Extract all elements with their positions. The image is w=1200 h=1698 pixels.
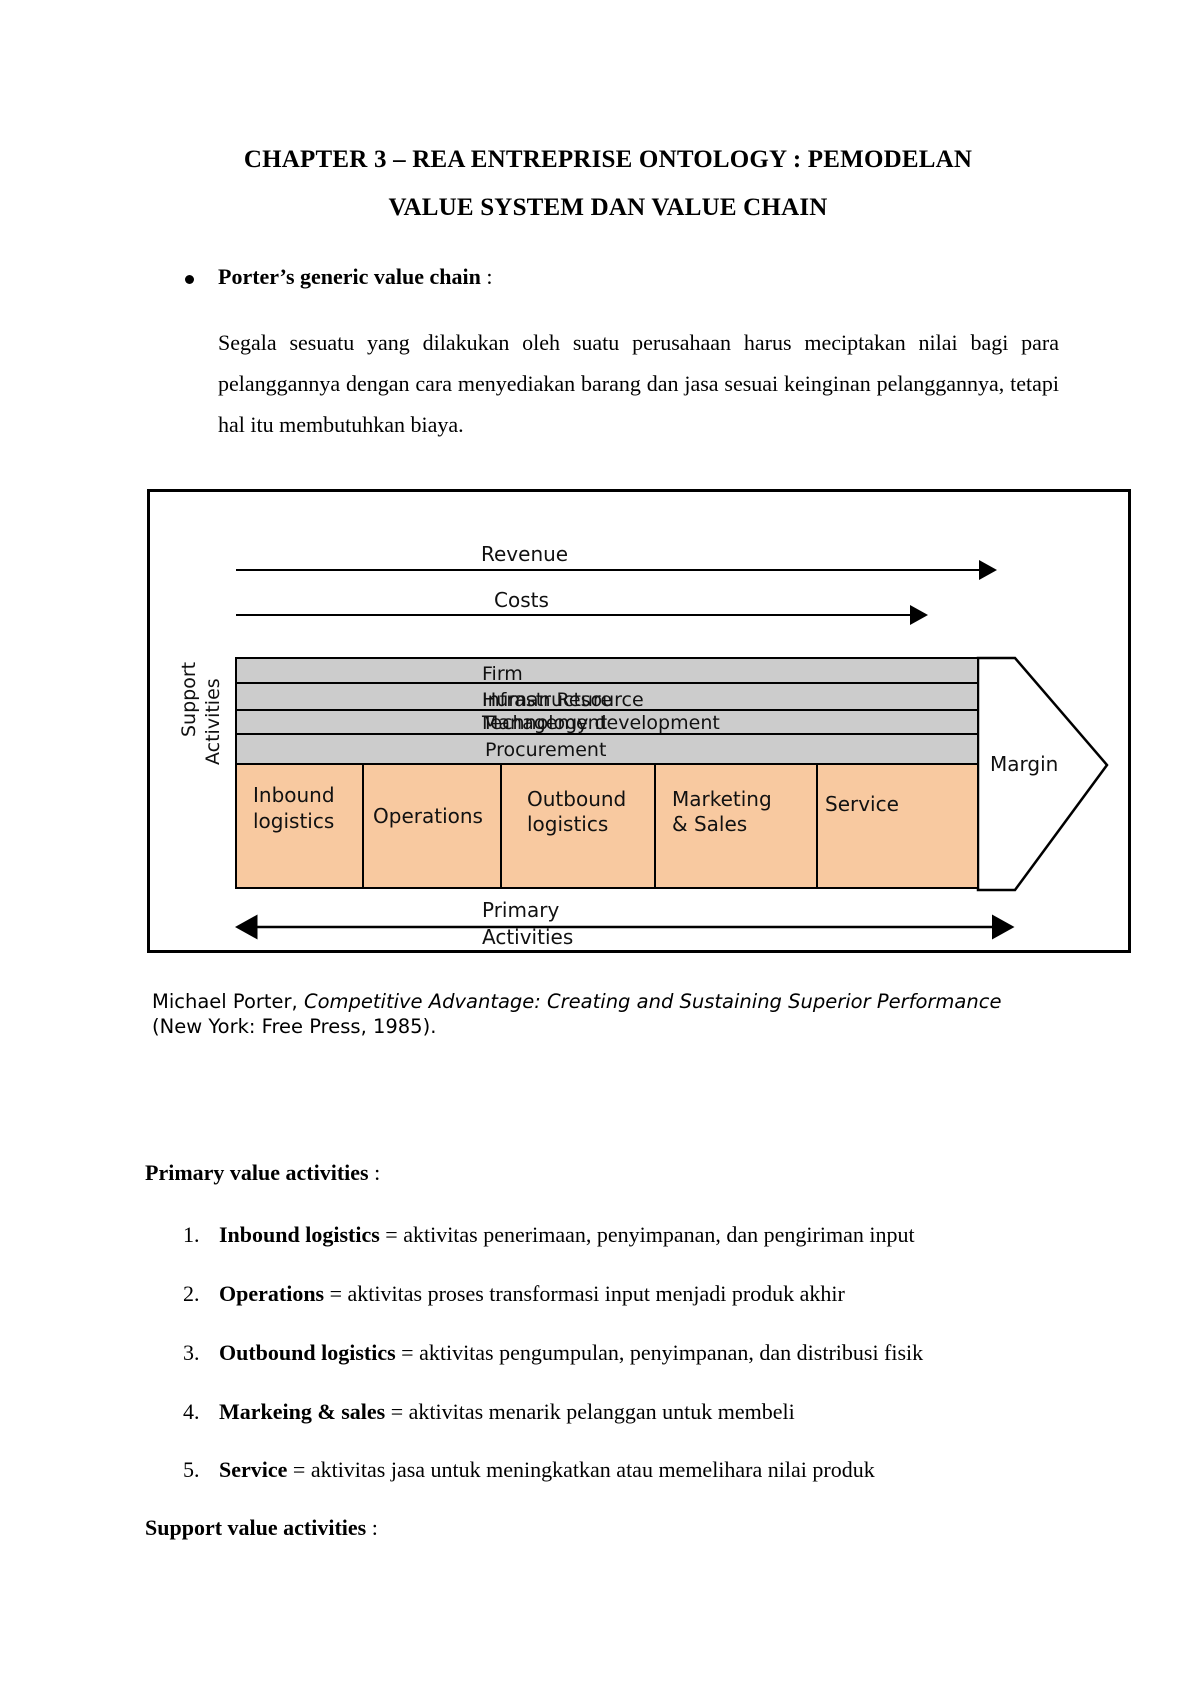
- list-term: Outbound logistics: [219, 1340, 396, 1365]
- citation-book: Competitive Advantage: Creating and Sust…: [303, 990, 1002, 1013]
- bullet-suffix: :: [480, 264, 493, 289]
- support-section-heading: Support value activities :: [145, 1515, 378, 1541]
- list-term: Operations: [219, 1281, 325, 1306]
- list-number: 5.: [183, 1457, 200, 1482]
- list-item: 4. Markeing & sales = aktivitas menarik p…: [183, 1399, 795, 1425]
- intro-paragraph: Segala sesuatu yang dilakukan oleh suatu…: [218, 330, 1059, 437]
- list-item: 5. Service = aktivitas jasa untuk meningk…: [183, 1457, 875, 1483]
- bullet-heading: Porter’s generic value chain :: [218, 264, 493, 290]
- list-desc: = aktivitas penerimaan, penyimpanan, dan…: [379, 1222, 915, 1247]
- value-chain-diagram-frame: [147, 489, 1131, 953]
- list-desc: = aktivitas menarik pelanggan untuk memb…: [385, 1399, 795, 1424]
- citation-author: Michael Porter,: [152, 990, 304, 1013]
- citation: Michael Porter, Competitive Advantage: C…: [152, 989, 1052, 1039]
- list-item: 3. Outbound logistics = aktivitas pengump…: [183, 1340, 923, 1366]
- chapter-title-line1: CHAPTER 3 – REA ENTREPRISE ONTOLOGY : PE…: [243, 146, 973, 173]
- chapter-title-line2: VALUE SYSTEM DAN VALUE CHAIN: [388, 194, 828, 221]
- list-item: 2. Operations = aktivitas proses transfor…: [183, 1281, 845, 1307]
- primary-heading-text: Primary value activities: [145, 1160, 369, 1185]
- list-desc: = aktivitas jasa untuk meningkatkan atau…: [287, 1457, 875, 1482]
- bullet-dot-icon: [185, 275, 194, 284]
- list-item: 1. Inbound logistics = aktivitas penerima…: [183, 1222, 915, 1248]
- support-heading-suffix: :: [366, 1515, 378, 1540]
- primary-section-heading: Primary value activities :: [145, 1160, 380, 1186]
- citation-publisher: (New York: Free Press, 1985).: [152, 1015, 437, 1038]
- list-term: Inbound logistics: [219, 1222, 380, 1247]
- list-desc: = aktivitas proses transformasi input me…: [324, 1281, 845, 1306]
- list-number: 3.: [183, 1340, 200, 1365]
- list-number: 4.: [183, 1399, 200, 1424]
- list-desc: = aktivitas pengumpulan, penyimpanan, da…: [395, 1340, 924, 1365]
- list-number: 1.: [183, 1222, 200, 1247]
- bullet-label: Porter’s generic value chain: [218, 264, 481, 289]
- support-heading-text: Support value activities: [145, 1515, 367, 1540]
- list-term: Service: [219, 1457, 288, 1482]
- list-term: Markeing & sales: [219, 1399, 386, 1424]
- primary-heading-suffix: :: [368, 1160, 381, 1185]
- list-number: 2.: [183, 1281, 200, 1306]
